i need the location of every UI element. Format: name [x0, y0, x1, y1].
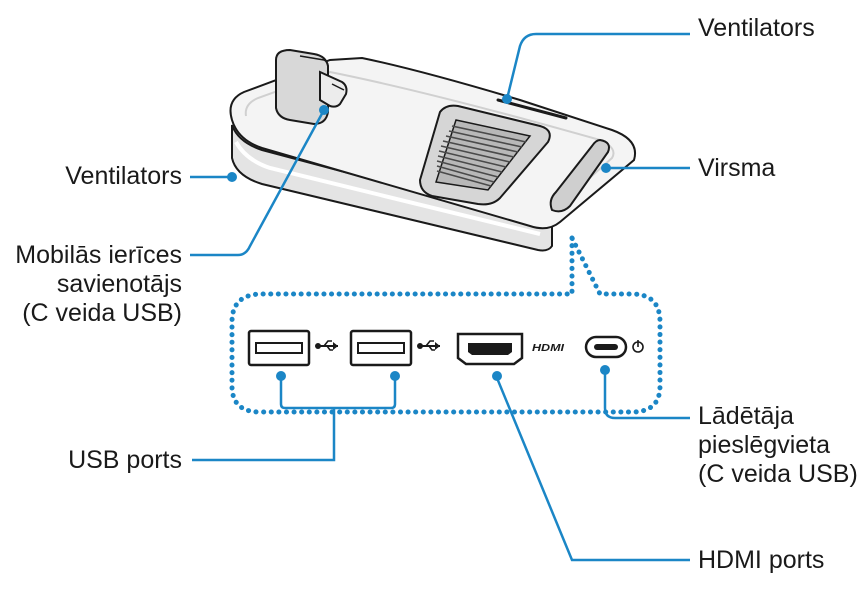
- leader-mobile-connector: [190, 109, 326, 257]
- cradle-slot: [549, 138, 610, 213]
- leader-ventilators-top: [505, 32, 690, 100]
- leader-dots: [227, 94, 611, 381]
- device-top-inner-edge: [244, 70, 615, 209]
- label-mobile-connector-line-1: Mobilās ierīces: [15, 241, 182, 269]
- label-ventilators-top: Ventilators: [698, 14, 815, 42]
- label-mobile-connector-line-2: savienotājs: [56, 270, 182, 298]
- label-hdmi-ports: HDMI ports: [698, 546, 825, 574]
- usb-icon: [417, 340, 440, 351]
- label-charger-port: Lādētāja pieslēgvieta (C veida USB): [698, 402, 858, 489]
- hdmi-port: [456, 332, 524, 366]
- device-side-stripe: [234, 140, 541, 236]
- leader-hdmi-ports: [495, 377, 690, 562]
- port-callout-outline: [229, 235, 663, 415]
- label-virsma: Virsma: [698, 154, 776, 182]
- leader-lines: [190, 32, 690, 562]
- hdmi-logo: HDMI: [532, 343, 564, 354]
- label-mobile-connector-line-3: (C veida USB): [22, 299, 182, 327]
- usb-port-1: [247, 329, 311, 367]
- label-mobile-connector: Mobilās ierīces savienotājs (C veida USB…: [15, 241, 182, 328]
- label-charger-port-line-1: Lādētāja: [698, 402, 794, 430]
- leader-charger-port: [603, 370, 690, 420]
- usb-icon: [315, 340, 338, 351]
- pad-vent-grille: [435, 119, 532, 191]
- usb-port-2: [349, 329, 413, 367]
- usb-c-connector: [275, 48, 348, 126]
- leader-usb-ports: [192, 378, 397, 462]
- usb-c-port: [584, 335, 628, 359]
- power-icon: [632, 340, 644, 353]
- label-usb-ports: USB ports: [68, 446, 182, 474]
- label-charger-port-line-3: (C veida USB): [698, 460, 858, 488]
- label-charger-port-line-2: pieslēgvieta: [698, 431, 831, 459]
- label-ventilators-left: Ventilators: [65, 162, 182, 190]
